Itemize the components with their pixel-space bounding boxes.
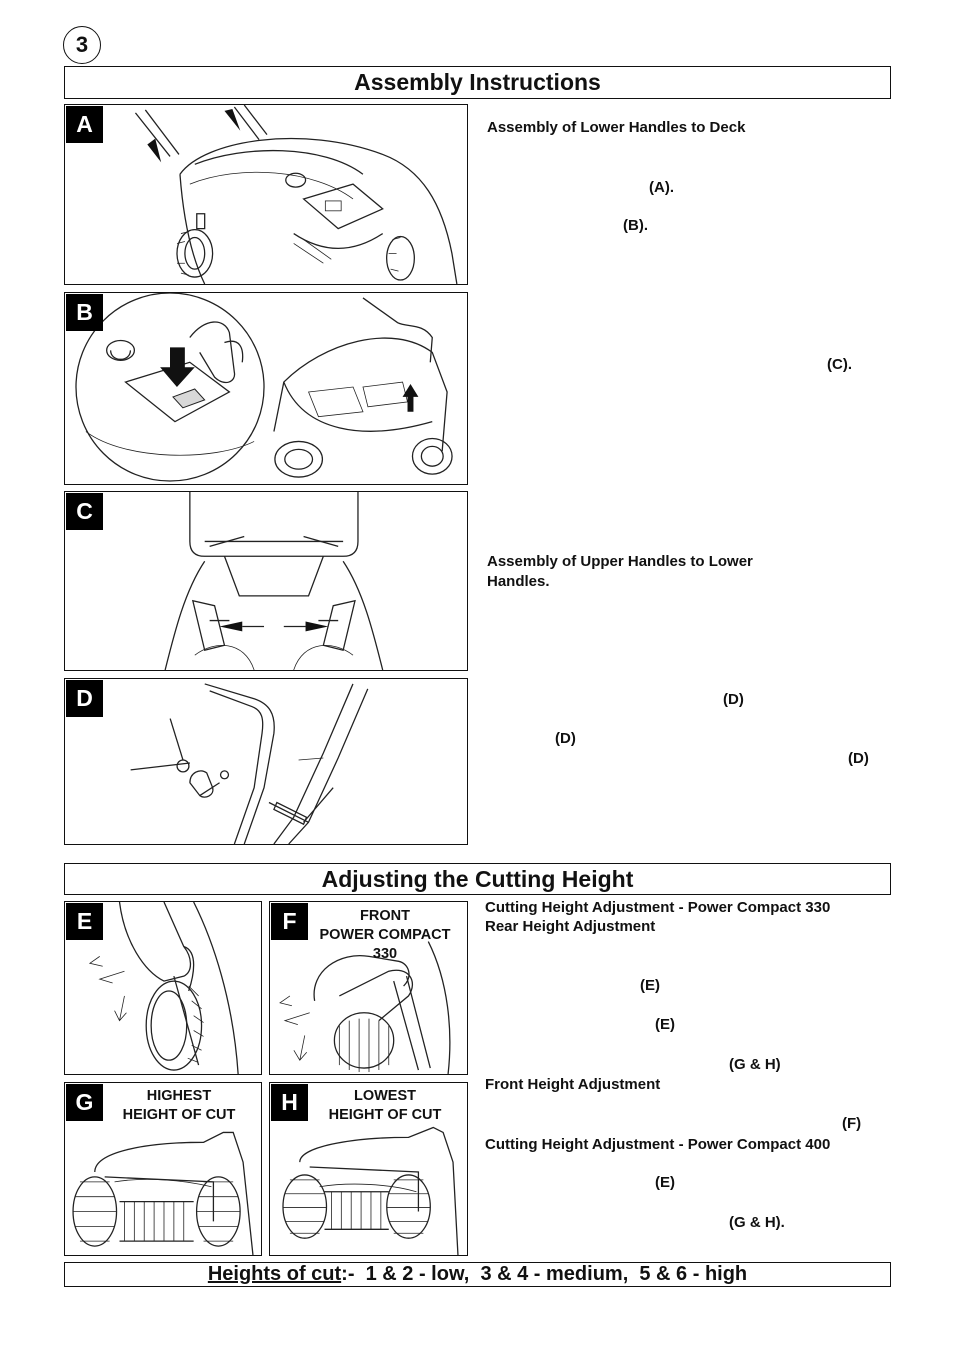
figure-b-label: B	[66, 294, 103, 331]
figure-f-caption-line2: POWER COMPACT	[319, 927, 451, 943]
figure-h-caption: LOWEST HEIGHT OF CUT	[305, 1087, 465, 1125]
figure-b: B	[64, 292, 468, 485]
figure-a: A	[64, 104, 468, 285]
figure-f-caption-line1: FRONT	[360, 908, 410, 924]
figure-c-label: C	[66, 493, 103, 530]
heading-upper-handles-line1: Assembly of Upper Handles to Lower	[487, 553, 753, 570]
ref-b: (B).	[623, 217, 648, 234]
heading-rear-height: Rear Height Adjustment	[485, 918, 656, 935]
lowest-cut-illustration	[282, 1126, 459, 1255]
ref-e3: (E)	[655, 1174, 675, 1191]
figure-g: G HIGHEST HEIGHT OF CUT	[64, 1082, 262, 1256]
ref-a: (A).	[649, 179, 674, 196]
ref-d2: (D)	[555, 730, 576, 747]
ref-e2: (E)	[655, 1016, 675, 1033]
figure-h-caption-line1: LOWEST	[353, 1088, 417, 1104]
page-number: 3	[63, 26, 101, 64]
mower-deck-illustration	[134, 105, 458, 284]
cutting-section-title: Adjusting the Cutting Height	[64, 863, 891, 895]
ref-d3: (D)	[848, 750, 869, 767]
figure-e: E	[64, 901, 262, 1075]
figure-h: H LOWEST HEIGHT OF CUT	[269, 1082, 468, 1256]
handle-lock-illustration	[75, 293, 453, 482]
ref-c: (C).	[827, 356, 852, 373]
heights-of-cut-label: Heights of cut	[207, 1263, 342, 1285]
front-wheel-adjust-illustration	[279, 941, 451, 1074]
rear-wheel-adjust-illustration	[88, 902, 239, 1074]
figure-g-label: G	[66, 1084, 103, 1121]
heading-upper-handles-line2: Handles.	[487, 573, 550, 590]
figure-a-label: A	[66, 106, 103, 143]
figure-f-caption: FRONT POWER COMPACT 330	[305, 907, 465, 964]
heading-front-height: Front Height Adjustment	[485, 1076, 661, 1093]
ref-e1: (E)	[640, 977, 660, 994]
assembly-section-title: Assembly Instructions	[64, 66, 891, 99]
figure-d-label: D	[66, 680, 103, 717]
heights-of-cut-note: Heights of cut:- 1 & 2 - low, 3 & 4 - me…	[64, 1262, 891, 1287]
ref-f: (F)	[842, 1115, 862, 1132]
figure-f-caption-line3: 330	[372, 946, 398, 962]
figure-f: F FRONT POWER COMPACT 330	[269, 901, 468, 1075]
upper-handle-fixing-illustration	[130, 683, 369, 844]
figure-c: C	[64, 491, 468, 671]
highest-cut-illustration	[72, 1131, 254, 1255]
lower-handle-fixing-illustration	[164, 492, 384, 670]
figure-e-label: E	[66, 903, 103, 940]
figure-h-caption-line2: HEIGHT OF CUT	[328, 1107, 442, 1123]
ref-gh1: (G & H)	[729, 1056, 781, 1073]
figure-g-caption-line2: HEIGHT OF CUT	[122, 1107, 236, 1123]
heading-lower-handles: Assembly of Lower Handles to Deck	[487, 119, 746, 136]
figure-h-label: H	[271, 1084, 308, 1121]
figure-g-caption-line1: HIGHEST	[146, 1088, 212, 1104]
ref-gh2: (G & H).	[729, 1214, 785, 1231]
heading-400: Cutting Height Adjustment - Power Compac…	[485, 1136, 831, 1153]
figure-f-label: F	[271, 903, 308, 940]
heights-of-cut-values: :- 1 & 2 - low, 3 & 4 - medium, 5 & 6 - …	[341, 1263, 748, 1285]
figure-d: D	[64, 678, 468, 845]
heading-330: Cutting Height Adjustment - Power Compac…	[485, 899, 831, 916]
ref-d1: (D)	[723, 691, 744, 708]
figure-g-caption: HIGHEST HEIGHT OF CUT	[99, 1087, 259, 1125]
